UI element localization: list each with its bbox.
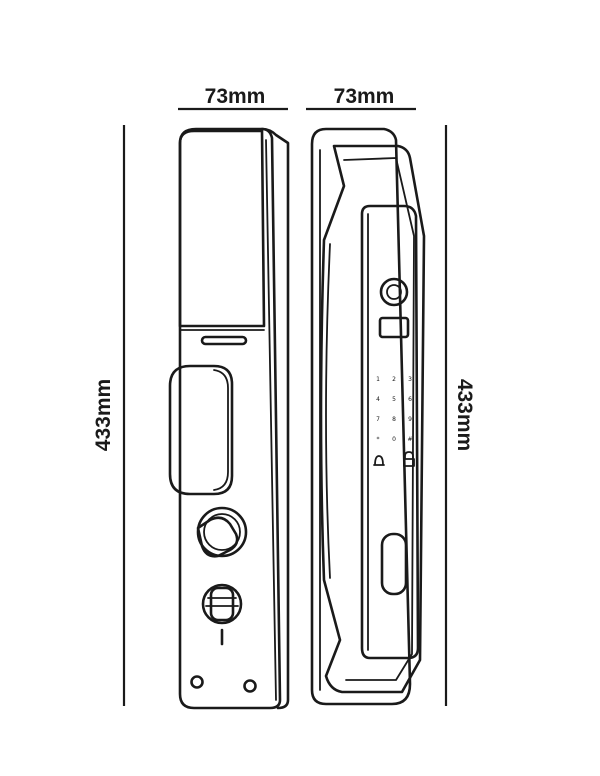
keypad-key[interactable]: # (407, 436, 412, 443)
dimension-height-right: 433mm (444, 125, 476, 706)
thumb-turn-ring (196, 506, 248, 558)
release-slot (200, 335, 248, 346)
interior-handle (168, 364, 234, 496)
keypad-key[interactable]: 6 (408, 396, 412, 403)
height-right-label: 433mm (453, 379, 476, 451)
fingerprint-sensor-icon (379, 277, 409, 307)
keypad-key[interactable]: * (377, 436, 380, 443)
thumb-turn-inner-ring (203, 513, 241, 551)
keypad-key[interactable]: 4 (376, 396, 380, 403)
keypad-key[interactable]: 0 (392, 436, 396, 443)
exterior-handle-body (319, 144, 426, 694)
lock-interior-view (168, 127, 290, 710)
interior-side-rail (260, 127, 290, 710)
width-front-label: 73mm (205, 85, 266, 108)
lock-exterior-view: 1 2 3 4 5 6 7 8 9 * 0 # (310, 127, 426, 706)
keypad-key[interactable]: 2 (392, 376, 396, 383)
doorbell-icon[interactable] (373, 455, 385, 466)
safety-knob (209, 586, 235, 622)
keypad-key[interactable]: 1 (376, 376, 380, 383)
exterior-back-plate (310, 127, 412, 706)
keypad-key[interactable]: 8 (392, 416, 396, 423)
fingerprint-sensor-inner (386, 284, 402, 300)
screw-right-icon (243, 679, 257, 693)
interior-body-outline (178, 127, 282, 710)
handle-highlight (213, 369, 229, 491)
keypad-key[interactable]: 9 (408, 416, 412, 423)
keypad-face-plate (360, 204, 420, 660)
keypad-key[interactable]: 7 (376, 416, 380, 423)
keypad-key[interactable]: 3 (408, 376, 412, 383)
dimension-width-side: 73mm (306, 85, 416, 111)
lock-key-icon[interactable] (403, 451, 415, 467)
dimension-height-left: 433mm (92, 125, 126, 706)
dimension-width-front: 73mm (178, 85, 288, 111)
thumb-turn-lever-icon (196, 516, 239, 558)
handle-body-curve-line (325, 243, 331, 579)
width-side-label: 73mm (334, 85, 395, 108)
card-reader-window (378, 316, 410, 339)
handle-body-inner-edge (343, 157, 415, 681)
battery-cover-panel (178, 129, 266, 328)
screw-left-icon (190, 675, 204, 689)
keypad-grid: 1 2 3 4 5 6 7 8 9 * 0 # (376, 376, 412, 443)
height-left-label: 433mm (92, 379, 115, 451)
keypad-key[interactable]: 5 (392, 396, 396, 403)
safety-knob-ring (201, 583, 243, 625)
interior-rail-inner-line (265, 139, 277, 701)
mechanical-key-cover (380, 532, 408, 596)
